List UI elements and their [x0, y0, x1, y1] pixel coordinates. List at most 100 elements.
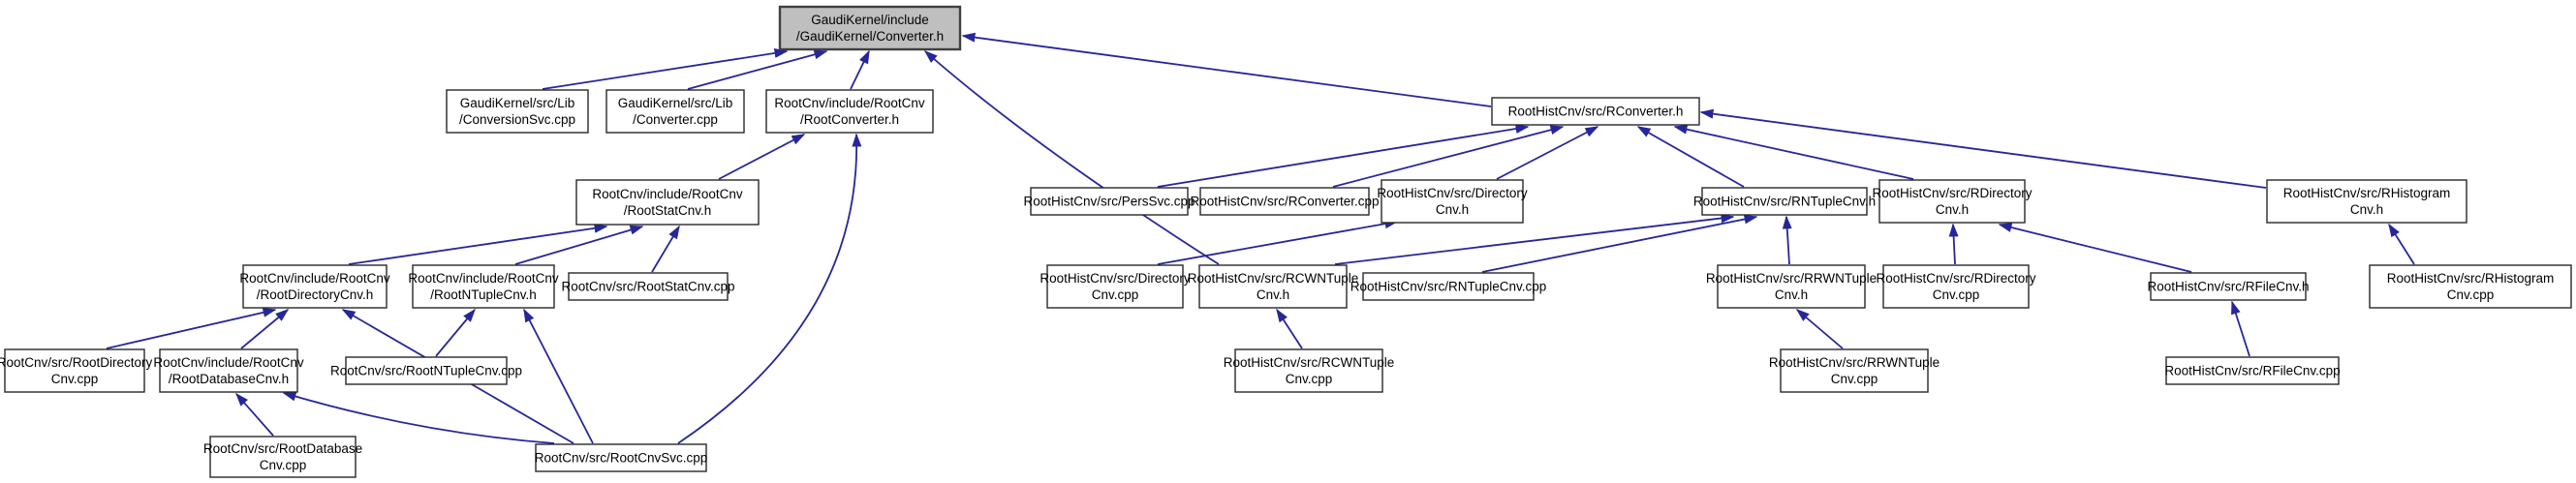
node-box[interactable] — [1717, 264, 1866, 309]
node-box[interactable] — [1362, 272, 1535, 301]
node-label: RootHistCnv/src/RConverter.h — [1508, 105, 1684, 119]
edge-directorycnv_h-to-rconverter_h — [1496, 126, 1599, 180]
node-box[interactable] — [605, 89, 745, 134]
node-rootstatcnv_cpp[interactable]: RootCnv/src/RootStatCnv.cpp — [561, 272, 735, 301]
edge-converter_cpp-to-converter_h — [687, 49, 828, 90]
node-box[interactable] — [1030, 187, 1189, 216]
node-box[interactable] — [2369, 264, 2572, 309]
node-label: RootCnv/include/RootCnv/RootDatabaseCnv.… — [153, 355, 304, 386]
node-rfilecnv_h[interactable]: RootHistCnv/src/RFileCnv.h — [2147, 272, 2310, 301]
node-label: RootCnv/src/RootNTupleCnv.cpp — [330, 364, 522, 378]
edge-rconverter_h-to-converter_h — [961, 32, 1492, 107]
node-box[interactable] — [2150, 272, 2307, 301]
edge-rootdirectorycnv_cpp-to-rootdirectorycnv_h — [106, 307, 277, 349]
node-box[interactable] — [209, 436, 357, 478]
node-box[interactable] — [1234, 348, 1383, 393]
node-box[interactable] — [159, 348, 298, 393]
node-label: GaudiKernel/src/Lib/ConversionSvc.cpp — [459, 96, 575, 127]
edge-rootcnvsvc_cpp-to-rootntuplecnv_h — [523, 308, 594, 444]
node-converter_h[interactable]: GaudiKernel/include/GaudiKernel/Converte… — [778, 5, 962, 51]
node-box[interactable] — [778, 5, 962, 51]
node-rfilecnv_cpp[interactable]: RootHistCnv/src/RFileCnv.cpp — [2164, 356, 2341, 385]
node-rconverter_cpp[interactable]: RootHistCnv/src/RConverter.cpp — [1190, 187, 1380, 216]
node-rootstatcnv_h[interactable]: RootCnv/include/RootCnv/RootStatCnv.h — [575, 179, 760, 226]
node-box[interactable] — [1381, 179, 1524, 224]
node-rootdirectorycnv_h[interactable]: RootCnv/include/RootCnv/RootDirectoryCnv… — [239, 264, 390, 309]
node-box[interactable] — [1701, 187, 1868, 216]
node-rootntuplecnv_cpp[interactable]: RootCnv/src/RootNTupleCnv.cpp — [330, 356, 522, 385]
node-label: RootHistCnv/src/RNTupleCnv.h — [1693, 195, 1876, 209]
node-rootconverter_h[interactable]: RootCnv/include/RootCnv/RootConverter.h — [765, 89, 934, 134]
edge-rootstatcnv_cpp-to-rootstatcnv_h — [651, 225, 680, 273]
node-label: RootHistCnv/src/RFileCnv.cpp — [2164, 364, 2340, 378]
node-rntuplecnv_cpp[interactable]: RootHistCnv/src/RNTupleCnv.cpp — [1350, 272, 1547, 301]
node-box[interactable] — [575, 179, 760, 226]
node-box[interactable] — [242, 264, 388, 309]
node-label: RootCnv/include/RootCnv/RootStatCnv.h — [592, 187, 743, 218]
node-label: RootCnv/src/RootStatCnv.cpp — [561, 280, 734, 294]
node-label: GaudiKernel/src/Lib/Converter.cpp — [618, 96, 733, 127]
edge-rootdatabasecnv_cpp-to-rootdatabasecnv_h — [235, 392, 274, 437]
node-box[interactable] — [568, 272, 729, 301]
node-box[interactable] — [1878, 179, 2026, 224]
node-box[interactable] — [345, 356, 508, 385]
node-label: RootHistCnv/src/RFileCnv.h — [2147, 280, 2309, 294]
node-label: RootCnv/include/RootCnv/RootNTupleCnv.h — [408, 271, 559, 302]
node-converter_cpp[interactable]: GaudiKernel/src/Lib/Converter.cpp — [605, 89, 745, 134]
node-box[interactable] — [1780, 348, 1929, 393]
edge-rcwntuplecnv_cpp-to-rcwntuplecnv_h — [1276, 308, 1303, 349]
node-rntuplecnv_h[interactable]: RootHistCnv/src/RNTupleCnv.h — [1693, 187, 1876, 216]
edge-rdirectorycnv_cpp-to-rdirectorycnv_h — [1948, 223, 1959, 265]
node-box[interactable] — [2165, 356, 2340, 385]
graph-nodes: GaudiKernel/include/GaudiKernel/Converte… — [0, 5, 2572, 478]
node-box[interactable] — [2266, 179, 2467, 224]
node-box[interactable] — [1199, 187, 1370, 216]
edge-rdirectorycnv_h-to-rconverter_h — [1673, 124, 1914, 180]
edge-rootntuplecnv_cpp-to-rootntuplecnv_h — [435, 308, 476, 357]
node-perssvc_cpp[interactable]: RootHistCnv/src/PersSvc.cpp — [1023, 187, 1195, 216]
edge-rrwntuplecnv_cpp-to-rrwntuplecnv_h — [1795, 309, 1844, 349]
node-box[interactable] — [1198, 264, 1348, 309]
edge-rntuplecnv_h-to-rconverter_h — [1636, 126, 1745, 188]
node-box[interactable] — [412, 264, 555, 309]
edge-conversionsvc_cpp-to-converter_h — [542, 47, 789, 90]
node-conversionsvc_cpp[interactable]: GaudiKernel/src/Lib/ConversionSvc.cpp — [446, 89, 589, 134]
edge-rootntuplecnv_h-to-rootstatcnv_h — [514, 225, 644, 265]
node-box[interactable] — [765, 89, 934, 134]
edge-directorycnv_cpp-to-directorycnv_h — [1157, 219, 1399, 265]
node-rootcnvsvc_cpp[interactable]: RootCnv/src/RootCnvSvc.cpp — [535, 443, 708, 472]
edge-rhistogramcnv_h-to-rconverter_h — [1699, 108, 2267, 189]
edge-rntuplecnv_cpp-to-rntuplecnv_h — [1481, 214, 1758, 273]
node-box[interactable] — [1882, 264, 2030, 309]
edge-rcwntuplecnv_h-to-rntuplecnv_h — [1334, 213, 1735, 265]
node-box[interactable] — [1046, 264, 1184, 309]
node-box[interactable] — [4, 348, 145, 393]
node-rootdatabasecnv_h[interactable]: RootCnv/include/RootCnv/RootDatabaseCnv.… — [153, 348, 304, 393]
edge-perssvc_cpp-to-rconverter_h — [1157, 124, 1530, 188]
node-box[interactable] — [1491, 97, 1700, 126]
node-rconverter_h[interactable]: RootHistCnv/src/RConverter.h — [1491, 97, 1700, 126]
node-box[interactable] — [535, 443, 707, 472]
node-label: GaudiKernel/include/GaudiKernel/Converte… — [796, 13, 944, 44]
node-box[interactable] — [446, 89, 589, 134]
edge-rootconverter_h-to-converter_h — [850, 49, 870, 90]
node-rootntuplecnv_h[interactable]: RootCnv/include/RootCnv/RootNTupleCnv.h — [408, 264, 559, 309]
